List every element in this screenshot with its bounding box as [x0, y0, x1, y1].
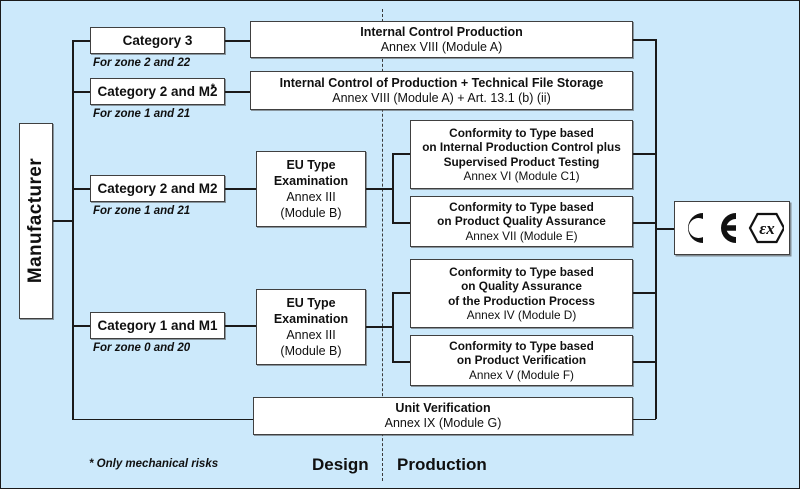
eu-type-examination-box-1[interactable]: EU Type Examination Annex III (Module B): [256, 151, 366, 227]
procedure-annex: Annex IV (Module D): [466, 308, 577, 322]
connector-conformity-f-to-bus: [633, 361, 656, 363]
manufacturer-label: Manufacturer: [25, 158, 46, 284]
connector-cat2star-to-internal-control-file: [225, 91, 250, 93]
procedure-title: Unit Verification: [395, 401, 491, 415]
connector-eu2-to-conformity-f: [392, 361, 411, 363]
phase-label-design: Design: [312, 455, 369, 474]
eu-type-module: (Module B): [280, 344, 342, 358]
phase-label-production: Production: [397, 455, 487, 474]
procedure-line: Conformity to Type based: [449, 199, 594, 214]
connector-cat1-to-eu-type-2: [225, 325, 256, 327]
connector-eu1-to-conformity-e: [392, 222, 411, 224]
procedure-line: Conformity to Type based: [449, 264, 594, 279]
connector-eu1-to-conformity-c1: [392, 153, 411, 155]
procedure-annex: Annex VIII (Module A): [380, 39, 503, 54]
connector-unit-verification-left: [72, 418, 254, 420]
eu-type-line-2: Examination: [273, 174, 349, 188]
left-bus-line: [72, 40, 74, 420]
procedure-box-conformity-c1[interactable]: Conformity to Type based on Internal Pro…: [410, 120, 633, 189]
procedure-title: Internal Control Production: [360, 24, 523, 39]
connector-conformity-d-to-bus: [633, 292, 656, 294]
ce-ex-mark-icon: ɛx: [688, 212, 784, 244]
connector-manufacturer: [53, 220, 73, 222]
eu-type-line-2: Examination: [273, 312, 349, 326]
eu-type-annex: Annex III: [286, 328, 336, 342]
procedure-box-conformity-e[interactable]: Conformity to Type based on Product Qual…: [410, 196, 633, 247]
connector-category-3: [72, 40, 91, 42]
procedure-annex: Annex V (Module F): [469, 367, 574, 382]
procedure-line: Conformity to Type based: [449, 125, 594, 140]
category-label: Category 1 and M1: [97, 318, 218, 333]
footnote-asterisk: *: [210, 82, 215, 94]
category-box-1-m1[interactable]: Category 1 and M1: [90, 312, 225, 339]
procedure-annex: Annex VII (Module E): [465, 228, 578, 243]
category-box-2-m2[interactable]: Category 2 and M2: [90, 175, 225, 202]
connector-eu2-to-conformity-d: [392, 292, 411, 294]
eu-type-line-1: EU Type: [286, 158, 336, 172]
connector-conformity-c1-to-bus: [633, 153, 656, 155]
ce-ex-marking-box[interactable]: ɛx: [674, 201, 790, 255]
procedure-line: on Product Verification: [456, 353, 587, 368]
connector-conformity-e-to-bus: [633, 222, 656, 224]
connector-bus-to-ce-mark: [655, 228, 675, 230]
connector-eu-type-1-out: [366, 188, 393, 190]
procedure-annex: Annex VI (Module C1): [463, 169, 580, 183]
eu-type-line-1: EU Type: [286, 296, 336, 310]
procedure-box-unit-verification[interactable]: Unit Verification Annex IX (Module G): [253, 397, 633, 435]
procedure-line: of the Production Process: [448, 293, 595, 308]
manufacturer-box[interactable]: Manufacturer: [19, 123, 53, 319]
connector-category-2-m2-star: [72, 91, 91, 93]
category-box-3[interactable]: Category 3: [90, 27, 225, 54]
connector-category-1-m1: [72, 325, 91, 327]
category-zone-3: For zone 2 and 22: [93, 57, 191, 69]
svg-text:ɛx: ɛx: [759, 219, 775, 238]
connector-internal-control-to-bus: [633, 39, 656, 41]
connector-unit-verification-to-bus: [633, 418, 656, 420]
category-label: Category 3: [122, 33, 193, 48]
category-zone-1-m1: For zone 0 and 20: [93, 342, 191, 354]
procedure-line: Conformity to Type based: [449, 338, 594, 353]
procedure-line: on Product Quality Assurance: [437, 214, 606, 229]
connector-cat3-to-internal-control: [225, 40, 250, 42]
category-zone-2-m2: For zone 1 and 21: [93, 205, 191, 217]
procedure-line: on Quality Assurance: [461, 279, 582, 293]
eu-type-module: (Module B): [280, 206, 342, 220]
split-bus-eu-type-2: [392, 292, 394, 362]
split-bus-eu-type-1: [392, 153, 394, 223]
procedure-title: Internal Control of Production + Technic…: [279, 75, 604, 90]
connector-category-2-m2: [72, 188, 91, 190]
category-label: Category 2 and M2: [97, 181, 218, 196]
category-label: Category 2 and M2: [97, 84, 218, 99]
procedure-box-internal-control-production[interactable]: Internal Control Production Annex VIII (…: [250, 21, 633, 58]
eu-type-annex: Annex III: [286, 190, 336, 204]
procedure-box-conformity-f[interactable]: Conformity to Type based on Product Veri…: [410, 335, 633, 386]
connector-cat2-to-eu-type-1: [225, 188, 256, 190]
category-zone-2-m2-star: For zone 1 and 21: [93, 108, 191, 120]
design-production-divider: [382, 9, 383, 481]
procedure-annex: Annex IX (Module G): [384, 416, 502, 430]
procedure-annex: Annex VIII (Module A) + Art. 13.1 (b) (i…: [332, 90, 551, 105]
eu-type-examination-box-2[interactable]: EU Type Examination Annex III (Module B): [256, 289, 366, 365]
footnote-text: * Only mechanical risks: [89, 458, 219, 470]
connector-eu-type-2-out: [366, 326, 393, 328]
procedure-box-internal-control-plus-file[interactable]: Internal Control of Production + Technic…: [250, 71, 633, 110]
procedure-box-conformity-d[interactable]: Conformity to Type based on Quality Assu…: [410, 259, 633, 328]
procedure-line: on Internal Production Control plus: [422, 140, 621, 154]
procedure-line: Supervised Product Testing: [443, 154, 600, 169]
category-box-2-m2-star[interactable]: Category 2 and M2 *: [90, 78, 225, 105]
